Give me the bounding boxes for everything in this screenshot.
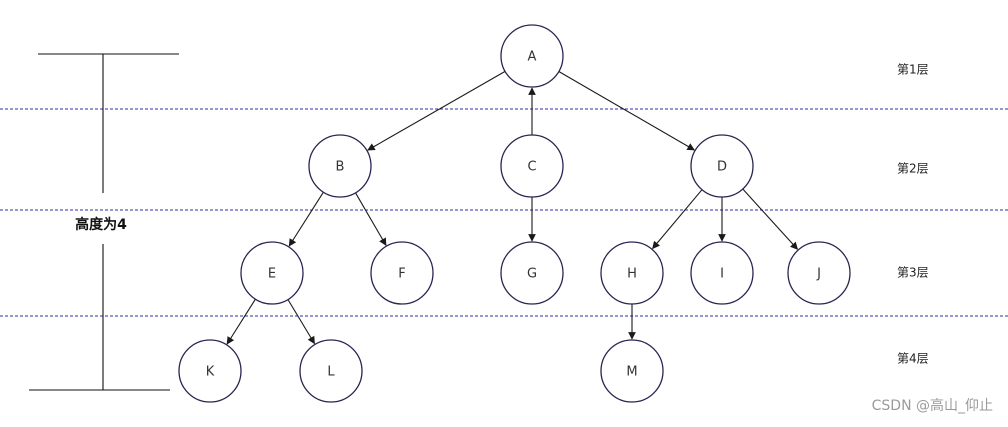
- height-indicator: 高度为4: [29, 53, 179, 391]
- node-circle-A: [500, 24, 564, 88]
- node-label-H: H: [627, 267, 637, 282]
- node-circle-G: [500, 241, 564, 305]
- node-label-C: C: [527, 160, 536, 175]
- node-B: B: [308, 134, 372, 198]
- edge-D-J: [742, 188, 799, 250]
- node-label-D: D: [717, 160, 727, 175]
- edge-E-K: [226, 298, 256, 345]
- node-L: L: [299, 339, 363, 403]
- node-label-I: I: [720, 267, 724, 282]
- node-circle-C: [500, 134, 564, 198]
- node-M: M: [600, 339, 664, 403]
- node-J: J: [787, 241, 851, 305]
- node-circle-D: [690, 134, 754, 198]
- level-label-3: 第3层: [897, 266, 929, 280]
- node-label-B: B: [336, 160, 345, 175]
- edge-D-H: [652, 189, 703, 250]
- node-circle-K: [178, 339, 242, 403]
- node-circle-H: [600, 241, 664, 305]
- node-G: G: [500, 241, 564, 305]
- node-circle-F: [370, 241, 434, 305]
- level-labels: 第1层 第2层 第3层 第4层: [897, 63, 929, 366]
- node-label-J: J: [816, 267, 821, 282]
- node-K: K: [178, 339, 242, 403]
- node-label-L: L: [327, 365, 335, 380]
- watermark: CSDN @高山_仰止: [872, 397, 993, 414]
- level-label-1: 第1层: [897, 63, 929, 77]
- edge-B-E: [288, 191, 324, 247]
- height-label: 高度为4: [75, 216, 127, 233]
- node-label-M: M: [626, 365, 637, 380]
- level-dividers: [0, 108, 1008, 317]
- node-label-K: K: [206, 365, 215, 380]
- node-F: F: [370, 241, 434, 305]
- node-label-F: F: [398, 267, 405, 282]
- level-label-2: 第2层: [897, 162, 929, 176]
- node-circle-E: [240, 241, 304, 305]
- node-label-E: E: [268, 267, 276, 282]
- tree-nodes: A B C D E F G H I J K L M: [178, 24, 851, 403]
- node-D: D: [690, 134, 754, 198]
- node-circle-J: [787, 241, 851, 305]
- node-circle-L: [299, 339, 363, 403]
- tree-edges: [226, 70, 799, 345]
- edge-A-D: [558, 71, 695, 151]
- node-C: C: [500, 134, 564, 198]
- node-circle-B: [308, 134, 372, 198]
- node-circle-M: [600, 339, 664, 403]
- node-circle-I: [690, 241, 754, 305]
- node-I: I: [690, 241, 754, 305]
- node-label-G: G: [527, 267, 537, 282]
- edge-B-F: [355, 192, 387, 246]
- node-H: H: [600, 241, 664, 305]
- node-A: A: [500, 24, 564, 88]
- node-label-A: A: [528, 50, 537, 65]
- edge-E-L: [287, 299, 315, 345]
- node-E: E: [240, 241, 304, 305]
- edge-A-B: [367, 70, 506, 151]
- level-label-4: 第4层: [897, 352, 929, 366]
